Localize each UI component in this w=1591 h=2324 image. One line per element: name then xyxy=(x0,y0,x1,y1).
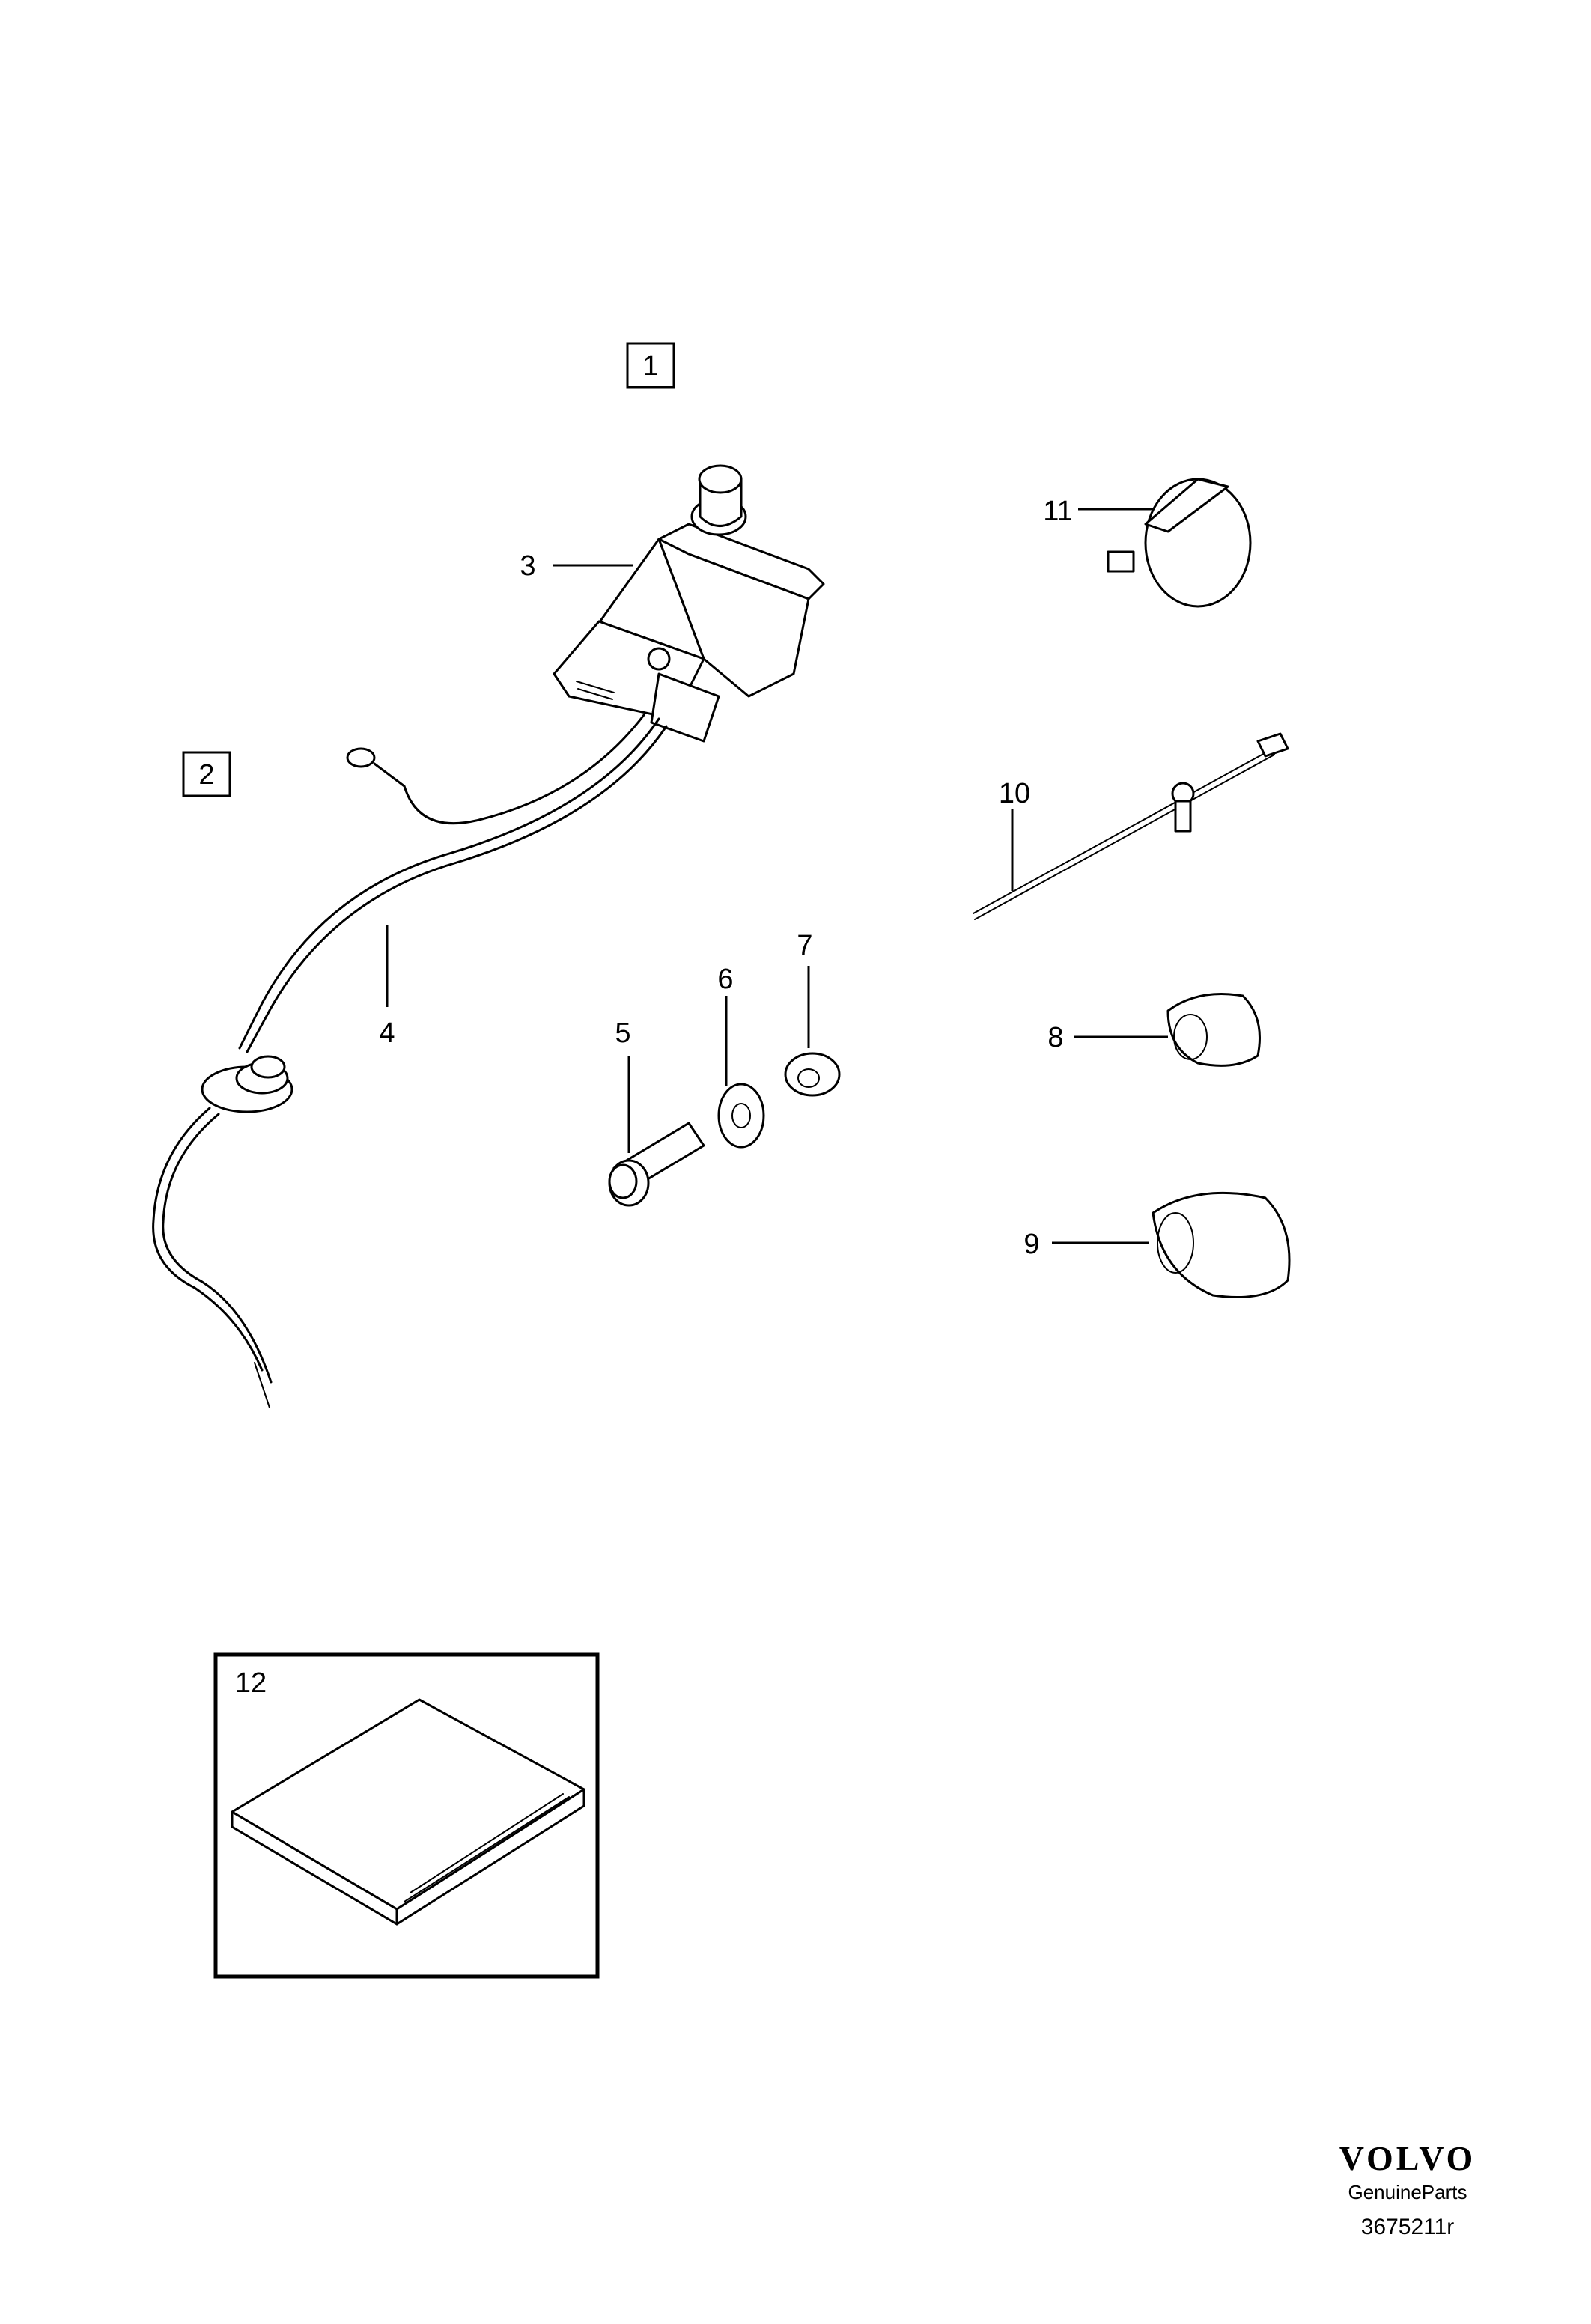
heater-unit xyxy=(553,464,825,743)
callout-3: 3 xyxy=(520,550,535,582)
strap-clamp xyxy=(1107,478,1252,608)
manual-box xyxy=(213,1652,600,1979)
nut xyxy=(784,1052,841,1097)
boxed-label-2-text: 2 xyxy=(198,759,214,791)
washer xyxy=(717,1083,765,1149)
callout-8: 8 xyxy=(1047,1022,1063,1053)
illustration-number: 3675211r xyxy=(1360,2215,1455,2239)
boxed-label-2: 2 xyxy=(182,751,231,797)
boxed-label-1: 1 xyxy=(626,342,675,389)
cable-tie xyxy=(973,732,1289,920)
callout-10: 10 xyxy=(999,778,1030,809)
callout-7: 7 xyxy=(797,930,812,961)
callout-4: 4 xyxy=(379,1017,395,1049)
cable-harness xyxy=(152,714,668,1408)
callout-5: 5 xyxy=(615,1017,630,1049)
clip-large xyxy=(1152,1191,1291,1298)
volvo-logo: VOLVO xyxy=(1339,2139,1476,2177)
callout-11: 11 xyxy=(1043,496,1072,527)
brand-block: VOLVO GenuineParts 3675211r xyxy=(1273,2138,1542,2240)
callout-6: 6 xyxy=(717,964,733,995)
brand-subtitle: GenuineParts xyxy=(1348,2181,1467,2203)
bolt xyxy=(608,1122,705,1207)
boxed-label-1-text: 1 xyxy=(642,350,658,382)
callout-9: 9 xyxy=(1023,1229,1039,1260)
callout-12: 12 xyxy=(235,1667,267,1699)
clip-small xyxy=(1166,993,1261,1067)
